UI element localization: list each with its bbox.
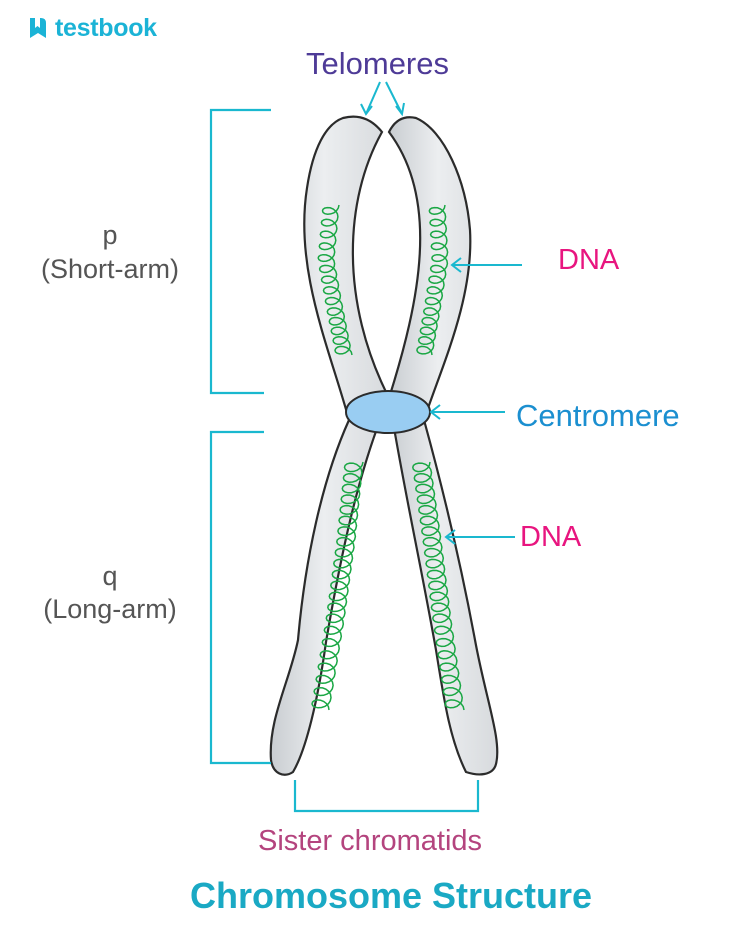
dna-lower-label: DNA [520,521,582,553]
dna-strand-lower-right [412,461,465,711]
dna-upper-pointer [450,257,522,273]
diagram-title: Chromosome Structure [190,875,593,916]
right-chromatid [387,116,499,776]
q-arm-label: q [102,561,118,591]
centromere-pointer [429,404,505,420]
brand-name: testbook [55,13,157,42]
centromere-label: Centromere [516,398,680,433]
sister-chromatids-label: Sister chromatids [258,825,483,857]
telomeres-label: Telomeres [306,46,449,81]
p-arm-label: p [102,220,118,250]
brand-logo: testbook [26,12,157,44]
dna-strand-lower-left [311,461,364,711]
dna-strand-upper-left [317,204,353,356]
dna-lower-pointer [444,529,515,545]
left-chromatid [269,115,391,776]
dna-upper-label: DNA [558,244,620,276]
dna-strand-upper-right [416,204,449,356]
telomere-arrows [360,81,405,117]
book-bookmark-icon [30,18,46,38]
sister-chromatids-bracket [293,780,480,813]
centromere [345,390,431,434]
q-arm-bracket [209,430,271,765]
q-arm-description: (Long-arm) [43,594,177,624]
p-arm-description: (Short-arm) [40,254,179,284]
p-arm-bracket [209,108,271,395]
